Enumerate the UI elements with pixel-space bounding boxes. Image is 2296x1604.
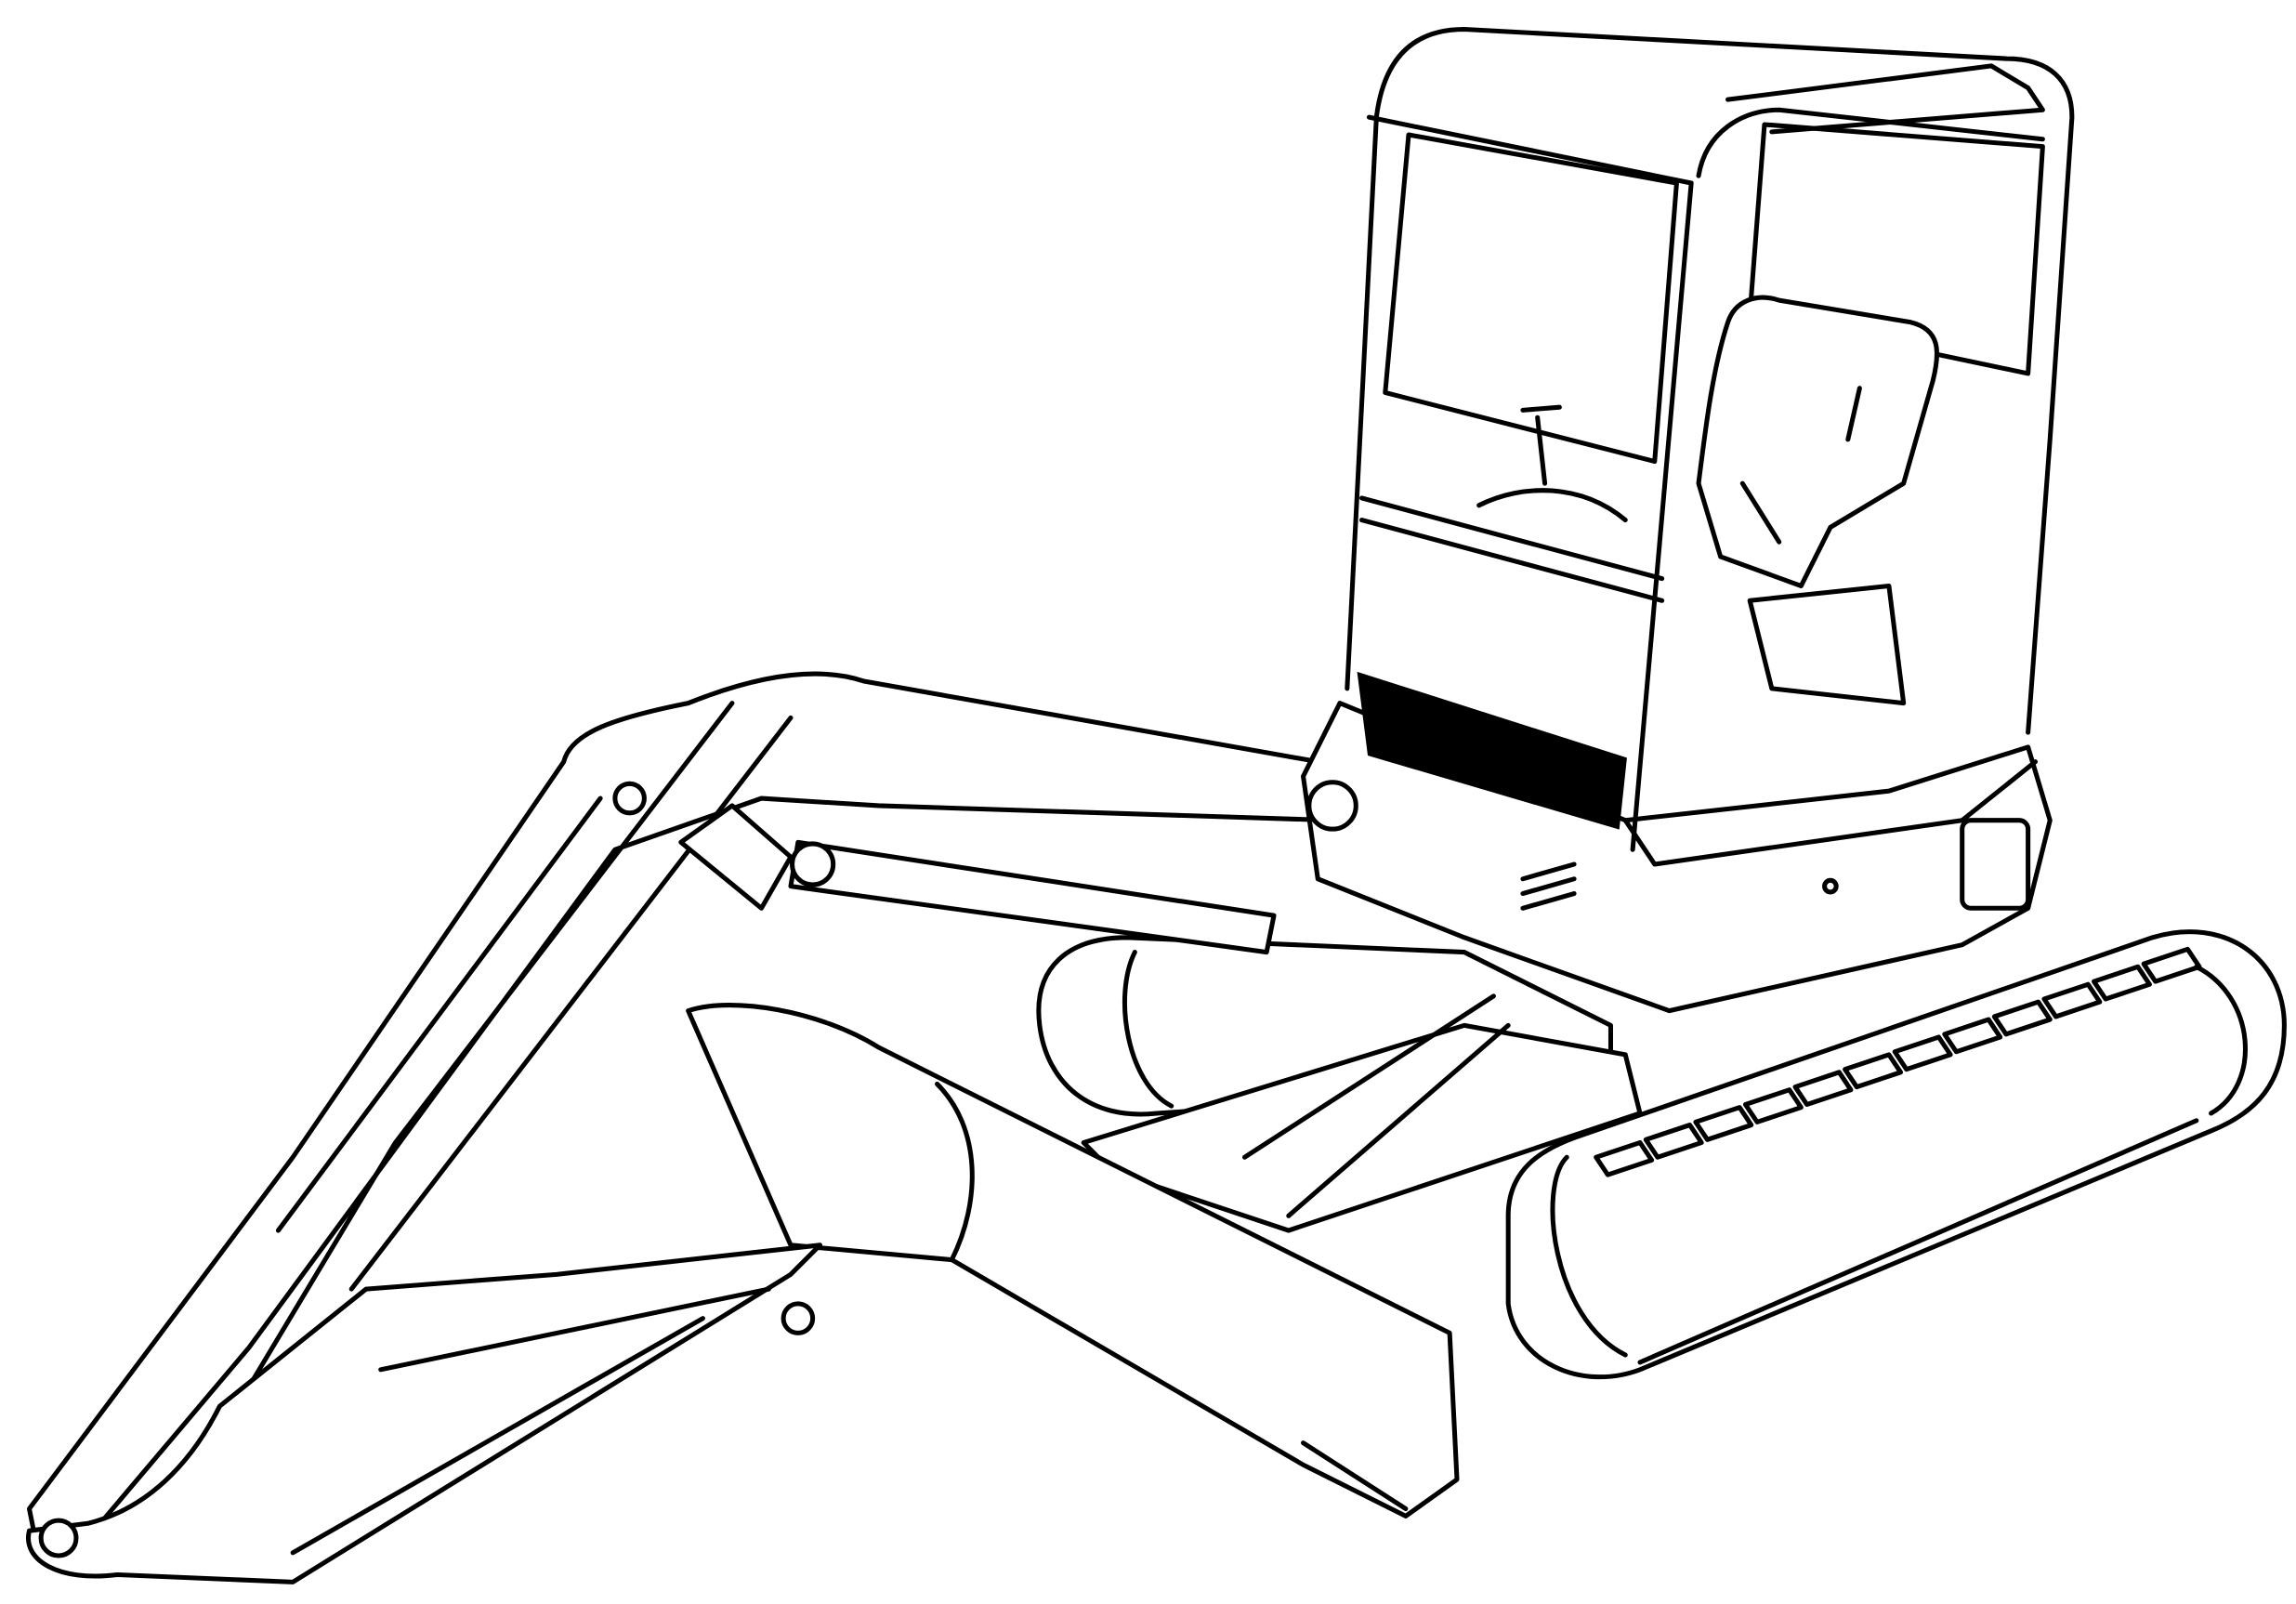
body-stripe [1357, 671, 1627, 830]
track-tread [1693, 1105, 1754, 1142]
track-treads [1594, 946, 2202, 1177]
track-tread [2092, 964, 2152, 1002]
track-tread [1991, 999, 2053, 1037]
track-tread [1643, 1123, 1704, 1160]
boom-arm [26, 671, 1335, 1548]
dozer-blade [686, 1003, 1460, 1519]
boom-cylinder [678, 803, 1277, 955]
control-levers [1476, 404, 1782, 545]
front-window [1383, 132, 1679, 465]
bucket [26, 1242, 823, 1584]
cab [1345, 27, 2075, 852]
operator-seat [1696, 295, 1940, 706]
upper-body [1301, 671, 2053, 1014]
side-window [1747, 122, 2045, 376]
track-tread [1742, 1087, 1804, 1124]
track-tread [1594, 1139, 1655, 1177]
track-tread [1942, 1017, 2003, 1055]
track-tread [1892, 1034, 1953, 1072]
track-tread [2141, 946, 2202, 984]
track-tread [2041, 981, 2103, 1019]
right-track [1505, 929, 2287, 1380]
track-tread [1792, 1070, 1854, 1108]
track-tread [1843, 1052, 1904, 1090]
